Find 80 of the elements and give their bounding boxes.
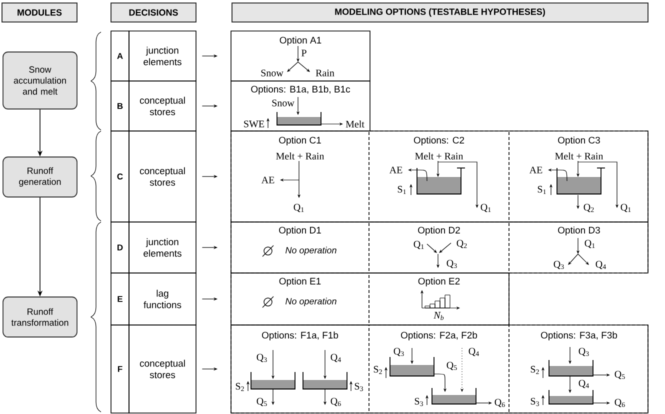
letter-cell: C	[110, 130, 130, 222]
variable-label: Rain	[316, 70, 334, 76]
variable-label: S$_{1}$	[398, 186, 406, 194]
option-title: Option D1	[279, 226, 321, 236]
variable-label: Q$_{4}$	[596, 260, 606, 270]
column-header: MODELING OPTIONS (TESTABLE HYPOTHESES)	[232, 2, 648, 22]
letter-cell: F	[110, 324, 130, 414]
option-panel	[230, 130, 648, 222]
option-title: Option D3	[558, 226, 600, 236]
variable-label: Q$_{3}$	[578, 348, 589, 356]
table-cell: junction elements	[128, 30, 196, 82]
variable-label: S$_{2}$	[530, 366, 539, 374]
option-title: Option E1	[279, 278, 321, 286]
option-title: Option C1	[279, 136, 321, 146]
variable-label: Melt	[346, 120, 364, 128]
letter-cell: A	[110, 30, 130, 82]
variable-label: Q$_{4}$	[330, 354, 341, 362]
variable-label: Q$_{4}$	[468, 348, 479, 356]
option-panel	[230, 324, 648, 414]
variable-label: SWE	[244, 120, 264, 128]
table-cell: conceptual stores	[128, 324, 196, 414]
option-title: Options: F1a, F1b	[262, 332, 338, 340]
module-box: Runoff generation	[2, 156, 78, 198]
letter-cell: E	[110, 272, 130, 326]
variable-label: Q$_{2}$	[584, 204, 594, 212]
variable-label: Q$_{1}$	[584, 240, 595, 248]
option-title: Options: F3a, F3b	[541, 332, 618, 340]
variable-label: Q$_{2}$	[456, 240, 467, 248]
column-header: DECISIONS	[110, 2, 196, 22]
option-title: Option D2	[418, 226, 460, 236]
variable-label: Snow	[272, 100, 294, 106]
variable-label: S$_{3}$	[414, 398, 423, 406]
variable-label: Q$_{1}$	[480, 204, 491, 212]
module-box: Runoff transformation	[2, 296, 78, 338]
variable-label: S$_{3}$	[530, 398, 539, 406]
option-title: Options: F2a, F2b	[401, 332, 478, 340]
variable-label: Melt + Rain	[555, 152, 604, 160]
option-panel	[230, 272, 510, 326]
variable-label: Q$_{3}$	[554, 260, 564, 270]
variable-label: S$_{3}$	[354, 382, 364, 392]
variable-label: Snow	[261, 70, 284, 76]
variable-label: Q$_{6}$	[330, 398, 341, 406]
letter-cell: B	[110, 80, 130, 132]
variable-label: Q$_{3}$	[446, 260, 457, 268]
table-cell: conceptual stores	[128, 130, 196, 222]
variable-label: Q$_{1}$	[620, 204, 631, 212]
variable-label: Q$_{6}$	[614, 398, 625, 408]
table-cell: conceptual stores	[128, 80, 196, 132]
option-title: Option C3	[558, 136, 600, 146]
option-title: Option A1	[280, 36, 322, 46]
variable-label: Melt + Rain	[415, 152, 464, 160]
variable-label: Q$_{1}$	[294, 204, 304, 212]
letter-cell: D	[110, 222, 130, 274]
variable-label: AE	[529, 166, 542, 174]
variable-label: S$_{2}$	[236, 382, 244, 392]
variable-label: S$_{1}$	[538, 186, 546, 194]
variable-label: P	[302, 50, 306, 56]
option-title: Options: B1a, B1b, B1c	[251, 86, 350, 94]
variable-label: Q$_{4}$	[578, 380, 589, 388]
variable-label: Q$_{6}$	[494, 398, 505, 408]
variable-label: Q$_{5}$	[256, 398, 267, 406]
option-title: Option E2	[418, 278, 460, 286]
table-cell: lag functions	[128, 272, 196, 326]
option-title: Options: C2	[414, 136, 464, 146]
variable-label: AE	[261, 176, 274, 184]
variable-label: AE	[389, 166, 402, 174]
module-box: Snow accumulation and melt	[2, 52, 78, 110]
column-header: MODULES	[2, 2, 78, 22]
variable-label: S$_{2}$	[374, 366, 382, 374]
note-text: No operation	[286, 246, 336, 256]
variable-label: Melt + Rain	[276, 152, 324, 160]
note-text: No operation	[286, 298, 336, 306]
variable-label: Q$_{1}$	[414, 240, 424, 250]
variable-label: N$_{b}$	[434, 312, 444, 320]
variable-label: Q$_{3}$	[394, 348, 404, 356]
table-cell: junction elements	[128, 222, 196, 274]
variable-label: Q$_{5}$	[614, 370, 625, 380]
variable-label: Q$_{5}$	[446, 362, 457, 370]
option-panel	[230, 222, 648, 274]
variable-label: Q$_{3}$	[256, 354, 267, 362]
